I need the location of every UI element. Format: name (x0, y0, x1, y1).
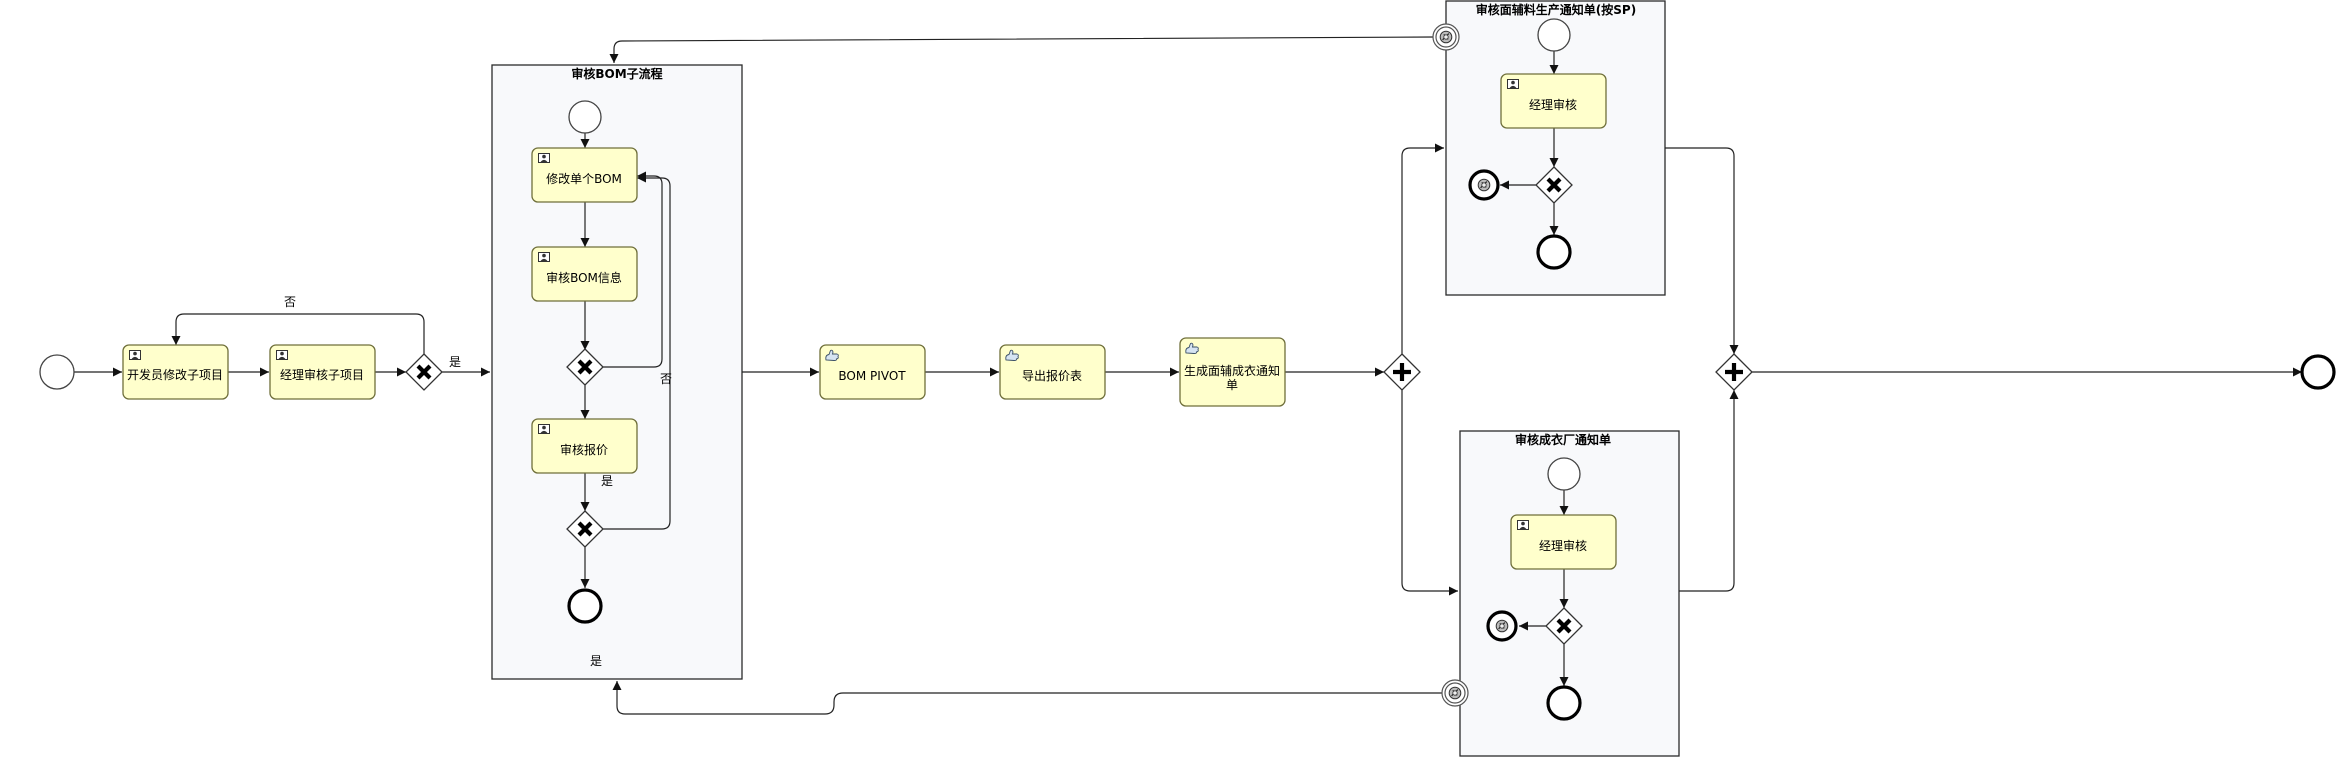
subprocess-sp-title: 审核面辅料生产通知单(按SP) (1476, 2, 1636, 17)
cancel-icon (1439, 30, 1453, 44)
parallel-gateway-join[interactable] (1715, 353, 1753, 391)
label-yes-gw1: 是 (449, 355, 461, 369)
factory-end-event[interactable] (1546, 685, 1582, 721)
task-label: 审核BOM信息 (546, 270, 622, 285)
task-label: 修改单个BOM (546, 171, 622, 186)
user-task-icon (129, 350, 141, 360)
task-label: 经理审核子项目 (280, 367, 364, 382)
subprocess-bom-title: 审核BOM子流程 (571, 66, 662, 81)
task-label: 经理审核 (1539, 538, 1587, 553)
task-label: 经理审核 (1529, 97, 1577, 112)
sp-end-event[interactable] (1536, 234, 1572, 270)
task-bom-pivot[interactable]: BOM PIVOT (819, 344, 926, 400)
bom-start-event[interactable] (568, 100, 602, 134)
x-icon (577, 359, 593, 375)
task-sp-manager-review[interactable]: 经理审核 (1500, 73, 1607, 129)
task-export-quote-sheet[interactable]: 导出报价表 (999, 344, 1106, 400)
flow-split-to-factory (1401, 390, 1458, 596)
exclusive-gateway-factory[interactable] (1545, 607, 1583, 645)
exclusive-gateway-1[interactable] (405, 353, 443, 391)
task-manager-review-subproject[interactable]: 经理审核子项目 (269, 344, 376, 400)
user-task-icon (538, 424, 550, 434)
flow-factory-to-join (1679, 390, 1739, 592)
label-yes-bottom: 是 (590, 654, 602, 668)
flow-gw1-no-to-t1 (171, 313, 425, 356)
plus-icon (1725, 363, 1743, 381)
task-modify-single-bom[interactable]: 修改单个BOM (531, 147, 638, 203)
task-review-quote[interactable]: 审核报价 (531, 418, 638, 474)
x-icon (416, 364, 432, 380)
factory-boundary-cancel-event[interactable] (1441, 679, 1469, 707)
x-icon (1556, 618, 1572, 634)
sp-boundary-cancel-event[interactable] (1432, 23, 1460, 51)
factory-cancel-end-event[interactable] (1486, 610, 1518, 642)
task-label-line2: 单 (1226, 378, 1238, 392)
factory-start-event[interactable] (1547, 457, 1581, 491)
flow-factory-boundary-to-bom (612, 681, 1442, 715)
bom-end-event[interactable] (567, 588, 603, 624)
flow-gwb1-no-to-t3 (603, 171, 663, 368)
end-event[interactable] (2300, 354, 2336, 390)
task-label: BOM PIVOT (838, 369, 906, 383)
plus-icon (1393, 363, 1411, 381)
parallel-gateway-split[interactable] (1383, 353, 1421, 391)
flow-sp-boundary-to-bom (609, 36, 1435, 63)
label-no-top: 否 (284, 295, 296, 309)
user-task-icon (276, 350, 288, 360)
flow-labels: 否 是 否 是 是 (284, 295, 672, 668)
flow-gwb2-to-t3 (603, 173, 671, 530)
x-icon (1546, 177, 1562, 193)
user-task-icon (1507, 79, 1519, 89)
cancel-icon (1448, 686, 1462, 700)
cancel-icon (1495, 619, 1509, 633)
subprocess-factory-title: 审核成衣厂通知单 (1515, 432, 1611, 447)
task-review-bom-info[interactable]: 审核BOM信息 (531, 246, 638, 302)
task-label: 导出报价表 (1022, 368, 1082, 383)
task-label-line1: 生成面辅成衣通知 (1184, 363, 1280, 378)
user-task-icon (538, 252, 550, 262)
task-factory-manager-review[interactable]: 经理审核 (1510, 514, 1617, 570)
sequence-flows (74, 36, 2302, 715)
x-icon (577, 521, 593, 537)
flow-split-to-sp (1401, 143, 1444, 354)
task-label: 开发员修改子项目 (127, 367, 223, 382)
flow-sp-to-join (1665, 147, 1739, 354)
label-yes-bom: 是 (601, 474, 613, 488)
user-task-icon (1517, 520, 1529, 530)
label-no-bom: 否 (660, 372, 672, 386)
user-task-icon (538, 153, 550, 163)
exclusive-gateway-sp[interactable] (1535, 166, 1573, 204)
sp-start-event[interactable] (1537, 18, 1571, 52)
task-generate-garment-notice[interactable]: 生成面辅成衣通知 单 (1179, 337, 1286, 407)
exclusive-gateway-bom-1[interactable] (566, 348, 604, 386)
exclusive-gateway-bom-2[interactable] (566, 510, 604, 548)
task-developer-modify-subproject[interactable]: 开发员修改子项目 (122, 344, 229, 400)
start-event[interactable] (39, 354, 75, 390)
sp-cancel-end-event[interactable] (1468, 169, 1500, 201)
task-label: 审核报价 (560, 442, 608, 457)
cancel-icon (1477, 178, 1491, 192)
